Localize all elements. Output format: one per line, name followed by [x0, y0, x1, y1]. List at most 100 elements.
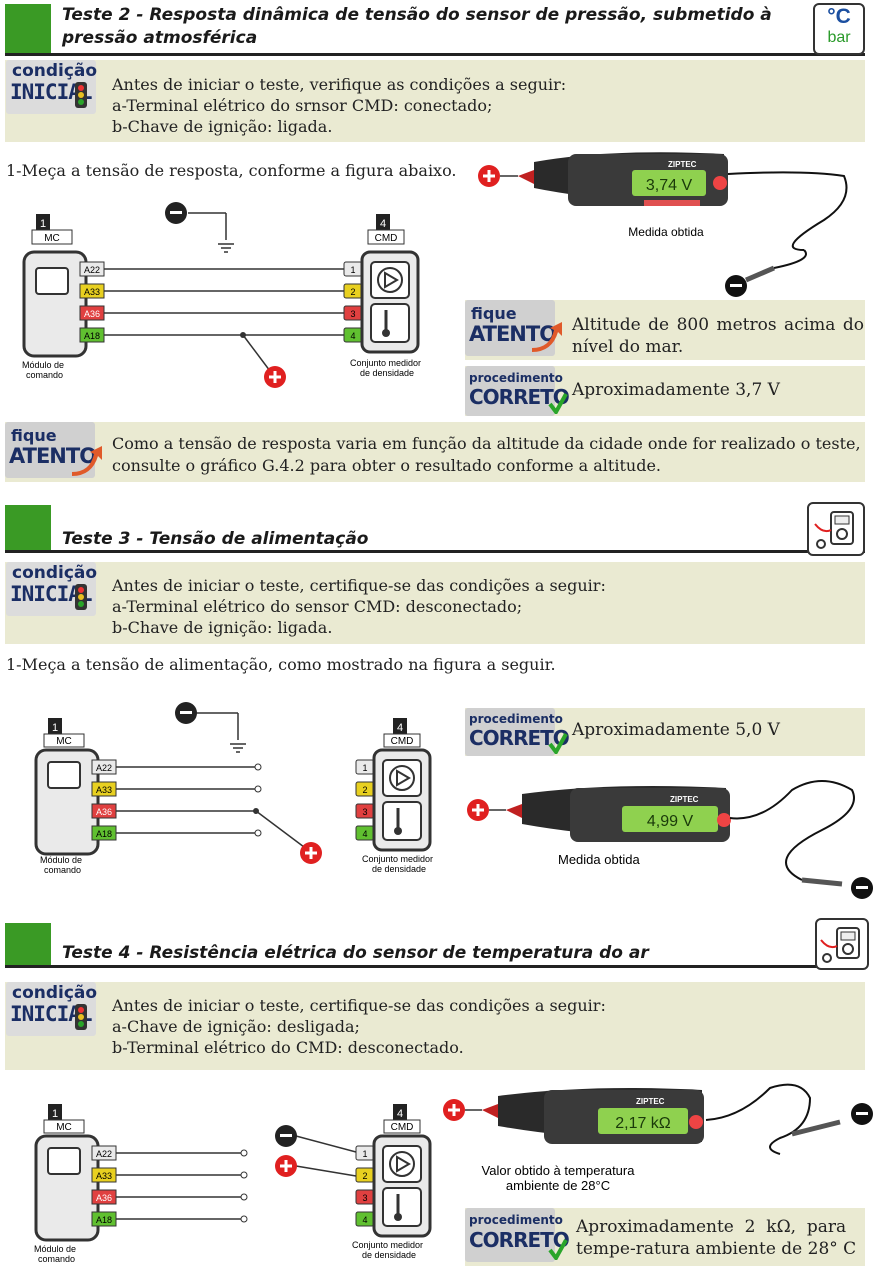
module-caption-1: Módulo de [22, 360, 64, 370]
procedure3-badge: procedimento CORRETO [465, 708, 570, 756]
condition3-badge-bottom: INICIAL [10, 582, 93, 606]
module4-caption-2: comando [38, 1254, 75, 1264]
condition3-band [5, 562, 865, 644]
module-caption-2: comando [26, 370, 63, 380]
attention-badge-bottom: ATENTO [469, 322, 557, 346]
procedure-badge: procedimento CORRETO [465, 366, 570, 416]
note-band [5, 422, 865, 482]
cmd3-pin-2: 2 [362, 785, 367, 795]
section3-title: Teste 3 - Tensão de alimentação [62, 529, 369, 549]
section4-title: Teste 4 - Resistência elétrica do sensor… [62, 943, 649, 963]
meter4-caption-1: Valor obtido à temperatura [482, 1163, 636, 1178]
mc-number: 1 [40, 218, 46, 230]
cmd4-number: 4 [397, 1108, 403, 1120]
section-title-line2: pressão atmosférica [62, 28, 258, 48]
pin4-a36: A36 [96, 1193, 112, 1203]
note-arrow-icon [70, 442, 106, 482]
pin3-a18: A18 [96, 829, 112, 839]
module3-caption-2: comando [44, 865, 81, 875]
checkmark3-icon [548, 732, 568, 758]
procedure4-badge-top: procedimento [469, 1213, 563, 1227]
cmd4-pin-1: 1 [362, 1149, 367, 1159]
cmd-pin-1: 1 [350, 265, 355, 275]
cmd4-pin-4: 4 [362, 1215, 367, 1225]
checkmark4-icon [548, 1238, 568, 1264]
cmd4-caption-1: Conjunto medidor [352, 1240, 423, 1250]
cmd-pin-3: 3 [350, 309, 355, 319]
meter-brand: ZIPTEC [668, 160, 697, 169]
pin3-a36: A36 [96, 807, 112, 817]
cmd3-label: CMD [391, 736, 414, 747]
procedure3-text: Aproximadamente 5,0 V [572, 720, 780, 740]
traffic-light-icon [72, 80, 90, 110]
note-badge-top: fique [11, 426, 57, 445]
wiring-diagram-3: 1 MC A22 A33 A36 A18 4 CMD 1 2 3 4 Módul… [34, 702, 433, 875]
condition3-text: Antes de iniciar o teste, certifique-se … [112, 575, 606, 638]
meter4-brand: ZIPTEC [636, 1097, 665, 1106]
attention-badge-top: fique [471, 304, 517, 323]
cmd-pin-4: 4 [350, 331, 355, 341]
section-marker [5, 4, 51, 54]
condition4-b: b-Terminal elétrico do CMD: desconectado… [112, 1038, 464, 1057]
multimeter-3: ZIPTEC 4,99 V Medida obtida [467, 780, 873, 899]
multimeter4-icon [815, 918, 869, 970]
attention-text: Altitude de 800 metros acima do nível do… [572, 314, 864, 358]
condition4-intro: Antes de iniciar o teste, certifique-se … [112, 996, 606, 1015]
meter4-caption-2: ambiente de 28°C [506, 1178, 610, 1193]
cmd-label: CMD [375, 233, 398, 244]
condition3-b: b-Chave de ignição: ligada. [112, 618, 333, 637]
wiring-diagram: 1 MC A22 A33 A36 A18 4 CMD 1 2 3 4 Módul… [22, 202, 421, 388]
condition-band [5, 60, 865, 142]
cmd-caption-1: Conjunto medidor [350, 358, 421, 368]
unit-icon: °C bar [813, 3, 865, 55]
condition4-text: Antes de iniciar o teste, certifique-se … [112, 995, 606, 1058]
condition-b: b-Chave de ignição: ligada. [112, 117, 333, 136]
cmd-caption-2: de densidade [360, 368, 414, 378]
step-text: 1-Meça a tensão de resposta, conforme a … [6, 161, 457, 180]
note-badge-bottom: ATENTO [9, 444, 97, 468]
mc4-number: 1 [52, 1108, 58, 1120]
procedure-badge-top: procedimento [469, 371, 563, 385]
cmd4-caption-2: de densidade [362, 1250, 416, 1260]
cmd4-pin-3: 3 [362, 1193, 367, 1203]
mc-label: MC [44, 233, 60, 244]
cmd3-pin-1: 1 [362, 763, 367, 773]
module-chip [35, 267, 69, 295]
multimeter: ZIPTEC 3,74 V Medida obtida [478, 152, 848, 297]
note-text-line1: Como a tensão de resposta varia em funçã… [112, 434, 861, 453]
pin-a22: A22 [84, 265, 100, 275]
meter3-brand: ZIPTEC [670, 795, 699, 804]
condition3-badge-top: condição [12, 563, 98, 583]
procedure4-text-line1: Aproximadamente 2 kΩ, para [576, 1217, 847, 1237]
procedure4-badge: procedimento CORRETO [465, 1208, 570, 1262]
section4-rule [5, 965, 865, 968]
unit-celsius: °C [827, 5, 851, 28]
cmd4-label: CMD [391, 1122, 414, 1133]
traffic-light4-icon [72, 1002, 90, 1032]
mc4-label: MC [56, 1122, 72, 1133]
section-title: Teste 2 - Resposta dinâmica de tensão do… [62, 4, 772, 50]
mc-tag: 1 MC [31, 214, 73, 245]
section-rule [5, 53, 865, 56]
condition4-badge-top: condição [12, 983, 98, 1003]
condition4-badge-bottom: INICIAL [10, 1002, 93, 1026]
attention-text-line2: nível do mar. [572, 337, 684, 357]
note-text-line2: consulte o gráfico G.4.2 para obter o re… [112, 456, 661, 475]
arrow-icon [530, 318, 566, 354]
section4-marker [5, 923, 51, 967]
meter-lcd [632, 170, 706, 196]
pin3-a33: A33 [96, 785, 112, 795]
cmd-number: 4 [380, 218, 386, 230]
traffic-light3-icon [72, 582, 90, 612]
condition-a: a-Terminal elétrico do srnsor CMD: conec… [112, 96, 493, 115]
cmd3-caption-2: de densidade [372, 864, 426, 874]
condition-text: Antes de iniciar o teste, verifique as c… [112, 74, 566, 137]
section3-rule [5, 550, 865, 553]
pin4-a22: A22 [96, 1149, 112, 1159]
unit-bar: bar [827, 29, 851, 46]
condition4-badge: condição INICIAL [6, 982, 98, 1036]
procedure3-badge-top: procedimento [469, 712, 563, 726]
condition3-a: a-Terminal elétrico do sensor CMD: desco… [112, 597, 523, 616]
mc3-number: 1 [52, 722, 58, 734]
procedure-text: Aproximadamente 3,7 V [572, 380, 780, 400]
